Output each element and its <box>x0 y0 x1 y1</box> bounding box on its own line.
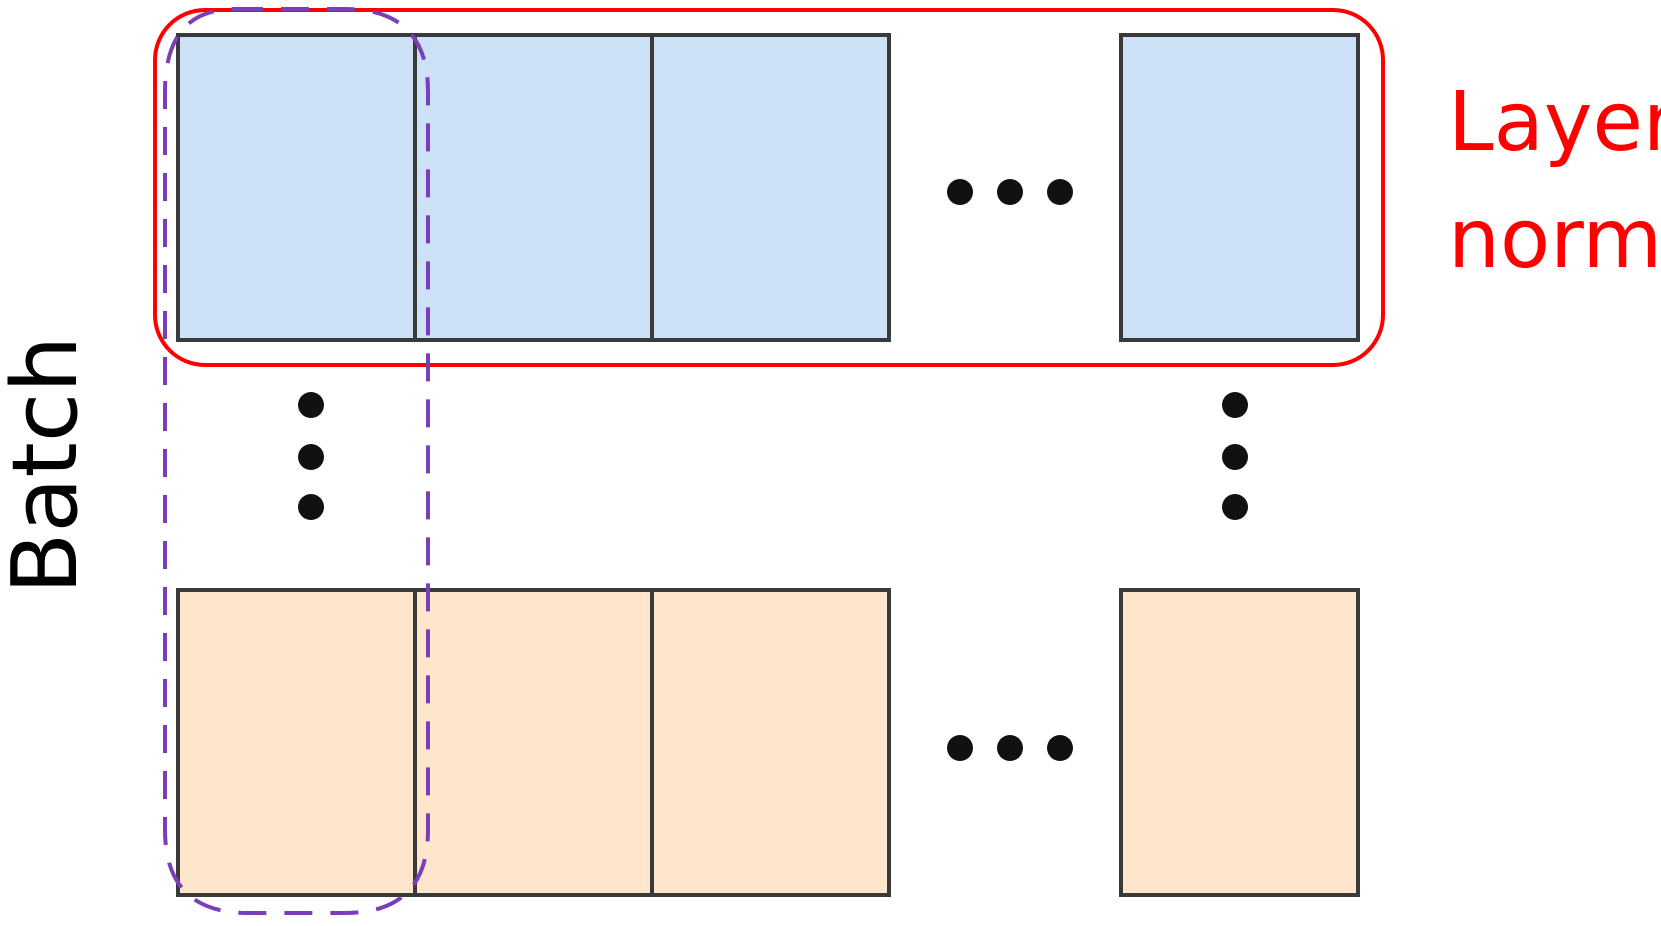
batch-label: Batch <box>0 336 98 595</box>
bottom-row-cell-2 <box>413 588 654 897</box>
bottom-row <box>176 588 1360 897</box>
batch-norm-outline <box>163 7 430 915</box>
top-row-ellipsis-icon <box>947 179 1073 205</box>
top-row-cell-2 <box>413 33 654 342</box>
right-column-vertical-ellipsis-icon <box>1222 392 1248 520</box>
top-row <box>176 33 1360 342</box>
bottom-row-ellipsis-icon <box>947 735 1073 761</box>
left-column-vertical-ellipsis-icon <box>298 392 324 520</box>
layer-norm-label-line-2: norm <box>1448 192 1661 287</box>
bottom-row-cell-3 <box>650 588 891 897</box>
top-row-cell-last <box>1119 33 1360 342</box>
layer-norm-label-line-1: Layer <box>1448 75 1661 170</box>
top-row-cell-1 <box>176 33 417 342</box>
layer-norm-outline <box>153 8 1385 367</box>
bottom-row-cell-1 <box>176 588 417 897</box>
top-row-cell-3 <box>650 33 891 342</box>
bottom-row-cell-last <box>1119 588 1360 897</box>
